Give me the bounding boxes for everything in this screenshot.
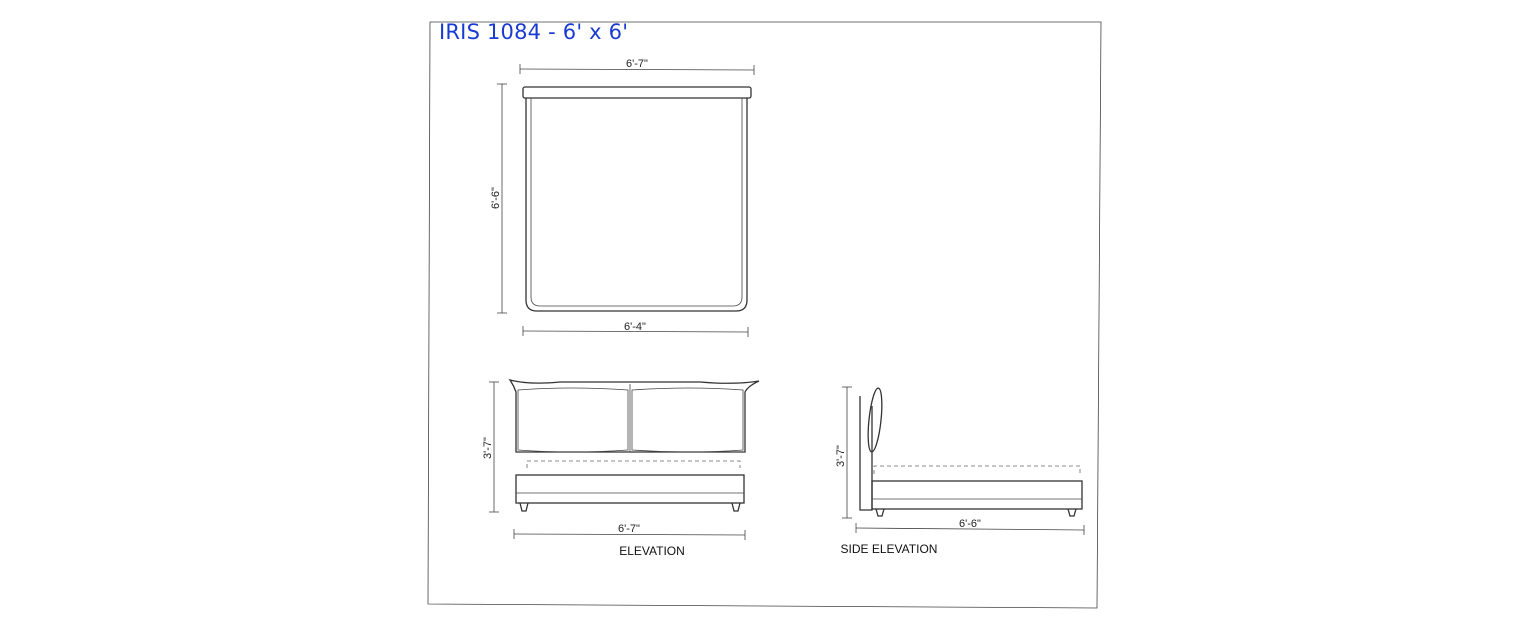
side-length-label: 6'-6" xyxy=(959,518,981,530)
elevation-width-dimension-line xyxy=(513,533,746,536)
side-length-dimension-line xyxy=(855,527,1085,531)
plan-top-width-label: 6'-7" xyxy=(626,58,648,70)
side-headboard-post xyxy=(859,396,873,511)
side-elevation: 3'-7" 6'-6" SIDE ELEVATION xyxy=(835,386,1085,556)
side-leg-foot xyxy=(1067,508,1077,517)
elevation-headboard xyxy=(508,378,760,453)
elevation-leg-left xyxy=(519,502,529,512)
side-leg-head xyxy=(875,508,885,517)
sheet-border xyxy=(427,21,1102,609)
side-mattress-outline xyxy=(873,465,1081,474)
plan-top-dimension-line xyxy=(519,68,755,71)
elevation-leg-right xyxy=(731,502,741,512)
plan-headboard xyxy=(522,86,752,99)
plan-bottom-width-label: 6'-4" xyxy=(624,321,646,333)
front-elevation: 3'-7" 6'-7" ELEVATION xyxy=(482,378,760,558)
side-bed-base xyxy=(871,480,1083,510)
plan-bed-frame-inner xyxy=(530,98,743,307)
drawing-title: IRIS 1084 - 6' x 6' xyxy=(439,20,629,44)
elevation-pillow-left xyxy=(517,387,629,453)
plan-view: 6'-7" 6'-6" 6'-4" xyxy=(490,58,755,337)
plan-length-label: 6'-6" xyxy=(490,187,502,209)
side-height-label: 3'-7" xyxy=(835,445,847,467)
plan-bottom-dimension-line xyxy=(522,330,749,333)
elevation-height-label: 3'-7" xyxy=(482,437,494,459)
side-pillow xyxy=(867,387,883,453)
plan-bed-frame-outer xyxy=(525,98,748,312)
elevation-caption: ELEVATION xyxy=(619,544,685,558)
elevation-pillow-right xyxy=(631,387,744,453)
elevation-width-label: 6'-7" xyxy=(618,523,640,535)
elevation-bed-base xyxy=(515,474,745,504)
elevation-mattress-outline xyxy=(526,460,741,468)
side-elevation-caption: SIDE ELEVATION xyxy=(841,542,938,556)
